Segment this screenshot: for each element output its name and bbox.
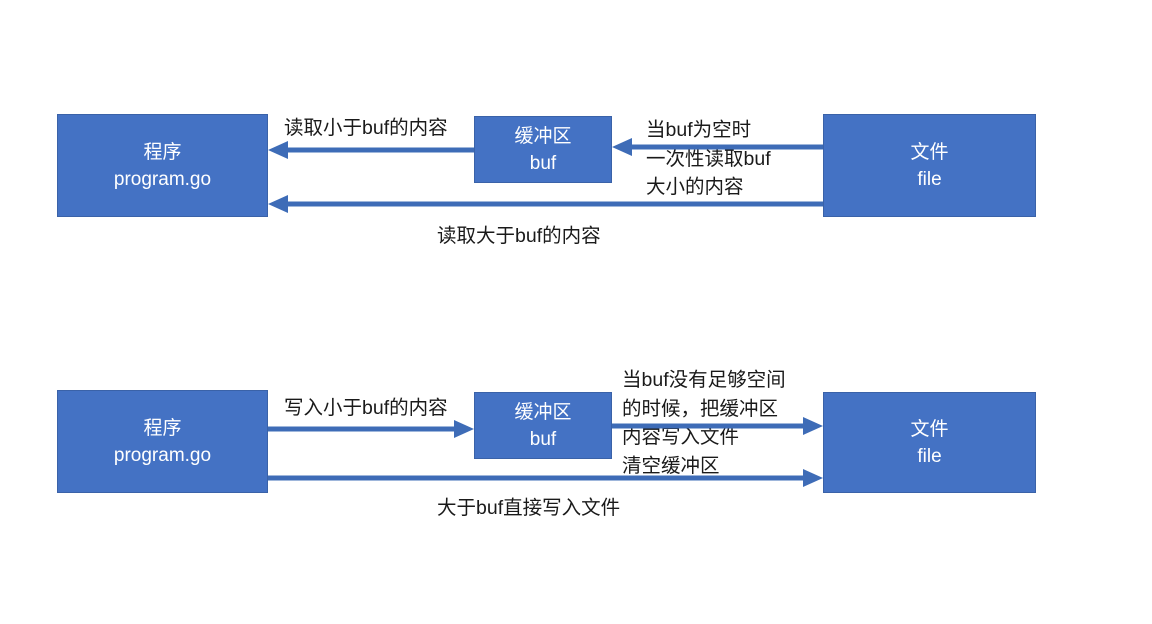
read-large-arrow-label: 读取大于buf的内容 bbox=[437, 225, 601, 247]
read-file-box: 文件 file bbox=[823, 114, 1036, 217]
write-flush-label-line4: 清空缓冲区 bbox=[622, 454, 720, 477]
read-fill-label-line3: 大小的内容 bbox=[646, 176, 744, 198]
read-buffer-title: 缓冲区 bbox=[514, 125, 572, 147]
write-small-arrow-label: 写入小于buf的内容 bbox=[284, 397, 448, 419]
read-program-subtitle: program.go bbox=[113, 168, 212, 190]
read-small-arrow bbox=[268, 141, 474, 159]
write-program-box: 程序 program.go bbox=[57, 390, 268, 493]
read-program-title: 程序 bbox=[143, 141, 182, 163]
write-file-title: 文件 bbox=[910, 418, 949, 440]
write-flush-label-line3: 内容写入文件 bbox=[622, 426, 740, 448]
read-buffer-subtitle: buf bbox=[529, 152, 557, 174]
write-program-subtitle: program.go bbox=[113, 444, 212, 466]
write-flush-label-line2: 的时候，把缓冲区 bbox=[622, 397, 779, 420]
write-large-arrow-label: 大于buf直接写入文件 bbox=[437, 497, 621, 519]
write-small-arrow bbox=[268, 420, 474, 438]
write-program-title: 程序 bbox=[143, 417, 182, 439]
write-buffer-box: 缓冲区 buf bbox=[474, 392, 612, 459]
read-file-title: 文件 bbox=[910, 141, 949, 163]
write-flush-label-line1: 当buf没有足够空间 bbox=[622, 369, 786, 391]
read-buffer-box: 缓冲区 buf bbox=[474, 116, 612, 183]
read-fill-arrow-label: 当buf为空时 一次性读取buf 大小的内容 bbox=[646, 116, 771, 202]
write-buffer-subtitle: buf bbox=[529, 428, 557, 450]
write-file-subtitle: file bbox=[917, 445, 942, 467]
write-file-box: 文件 file bbox=[823, 392, 1036, 493]
read-program-box: 程序 program.go bbox=[57, 114, 268, 217]
read-fill-label-line1: 当buf为空时 bbox=[646, 119, 752, 141]
read-small-arrow-label: 读取小于buf的内容 bbox=[284, 117, 448, 139]
read-fill-label-line2: 一次性读取buf bbox=[646, 147, 771, 170]
write-buffer-title: 缓冲区 bbox=[514, 401, 572, 423]
read-file-subtitle: file bbox=[917, 168, 942, 190]
write-flush-arrow-label: 当buf没有足够空间 的时候，把缓冲区 内容写入文件 清空缓冲区 bbox=[622, 366, 786, 480]
